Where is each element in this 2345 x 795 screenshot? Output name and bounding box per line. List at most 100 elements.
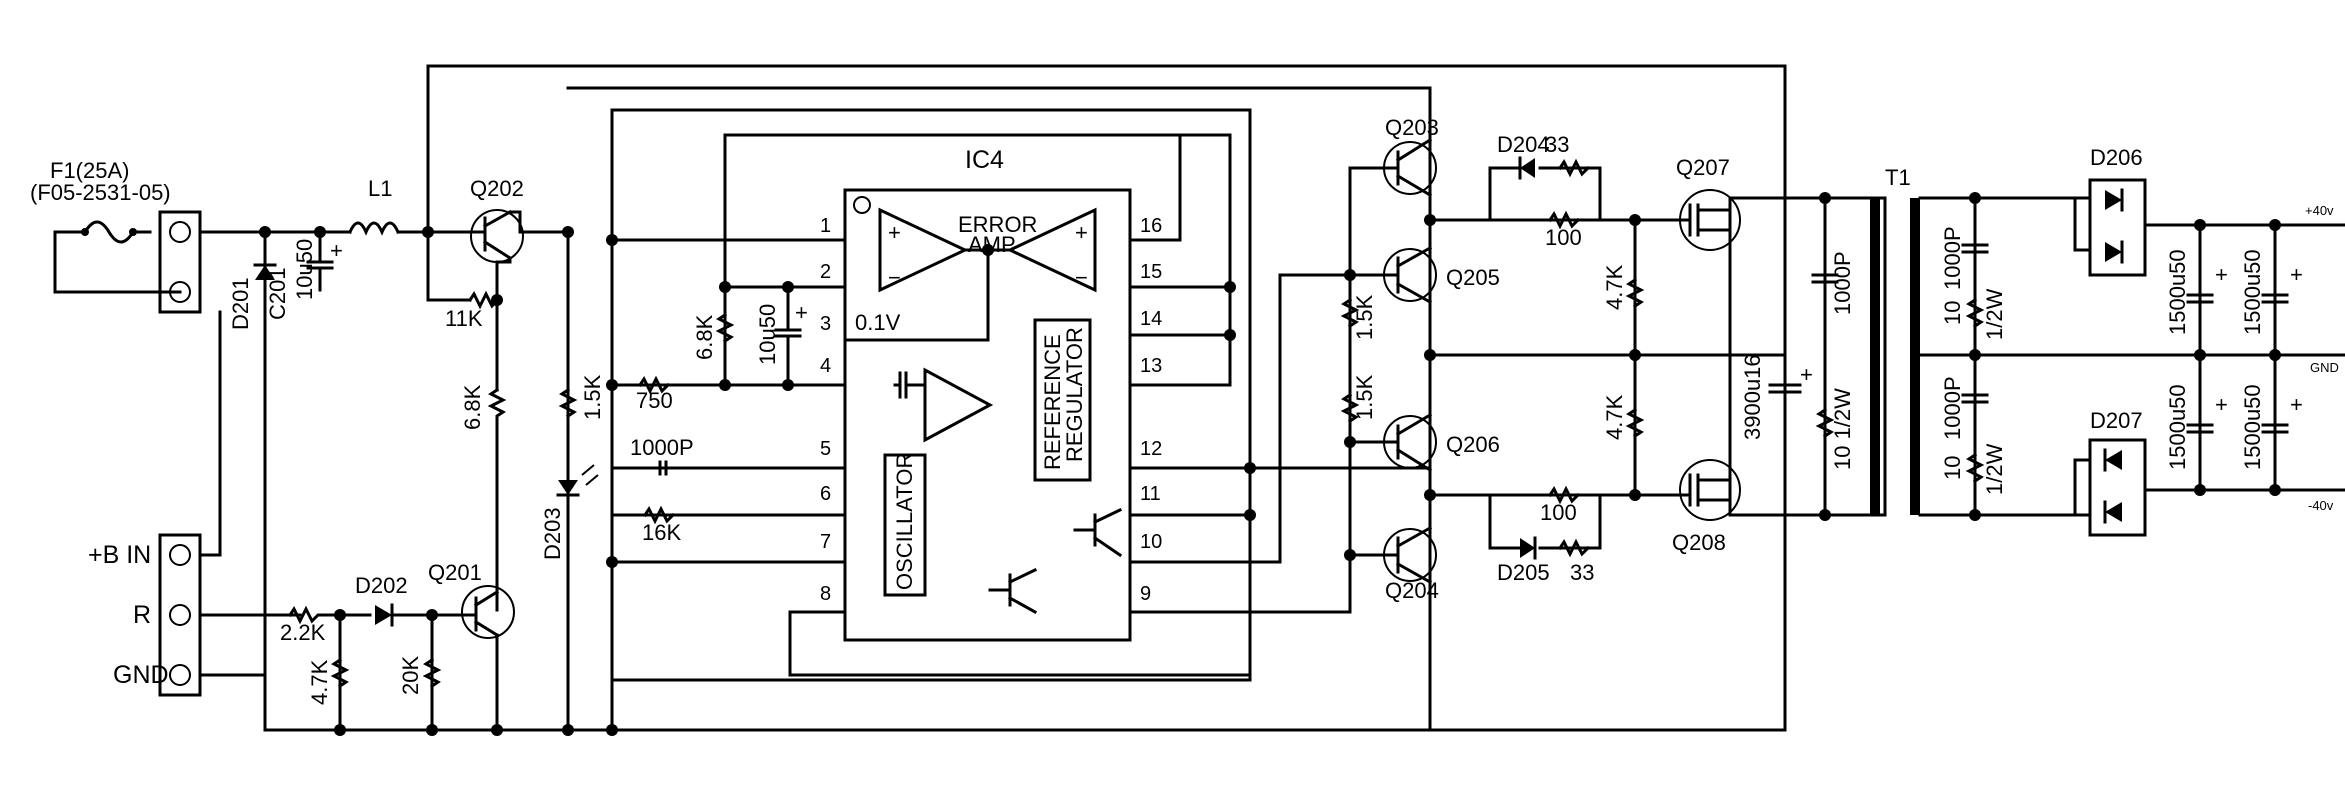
d203-label: D203 [540,507,565,560]
r-100-bot-label: 100 [1540,500,1577,525]
ic4-pin-3: 3 [820,313,831,335]
input-section: F1(25A) (F05-2531-05) D201 C201 10u50 + … [30,64,1787,736]
ref-reg-label-1: REFERENCE [1040,334,1065,470]
resistor-6.8k-q202 [487,260,507,612]
resistor-33-top [1557,158,1591,178]
r-11k-label: 11K [445,306,483,331]
r-15k-led-label: 1.5K [580,374,605,420]
capacitor-1000p-s1 [1961,243,1989,254]
resistor-6.8k-ic [715,312,735,344]
diode-d201 [255,265,275,280]
q206-label: Q206 [1446,432,1500,457]
l1-label: L1 [368,176,392,201]
d205-label: D205 [1497,560,1550,585]
resistor-10-s2 [1965,452,1985,484]
c-1500-1-label: 1500u50 [2165,249,2190,335]
capacitor-1500u50-1 [2186,293,2214,304]
resistor-33-bot [1557,538,1591,558]
c-1500-2-plus: + [2290,262,2303,287]
input-terminal-block-top [158,210,202,314]
fuse-loop-wire [53,230,182,294]
svg-text:−: − [888,265,901,290]
r-750-label: 750 [636,388,673,413]
q207-label: Q207 [1676,155,1730,180]
r-10-pri-label: 10 1/2W [1830,388,1855,470]
q205-label: Q205 [1446,265,1500,290]
c-1000p-s1-label: 1000P [1940,226,1965,290]
svg-text:−: − [1075,265,1088,290]
q202-label: Q202 [470,176,524,201]
c-3900u16-plus: + [1800,362,1813,387]
ic4-pin-16: 16 [1140,215,1162,237]
capacitor-3900u16 [1768,353,1802,394]
error-amp-label-1: ERROR [958,212,1037,237]
r-10-s2b-label: 1/2W [1982,443,2007,495]
ic4-pin-9: 9 [1140,583,1151,605]
power-stage: Q207 Q208 3900u16 + 1000P 10 1/2W T1 100… [1633,155,2345,555]
ic4-pin-5: 5 [820,438,831,460]
capacitor-c201 [306,230,334,292]
f1-part-label: (F05-2531-05) [30,180,171,205]
t1-label: T1 [1885,165,1911,190]
q208-label: Q208 [1672,530,1726,555]
ic4-pin-4: 4 [820,355,831,377]
led-d203 [558,480,578,495]
r-47k-bot-label: 4.7K [1602,394,1627,440]
output-gnd-label: GND [2310,360,2339,375]
driver-section: Q203 Q205 Q206 Q204 1.5K 1.5K D204 33 [1340,115,1787,603]
capacitor-1500u50-2 [2261,293,2289,304]
svg-text:+: + [888,220,901,245]
r-15k-a-label: 1.5K [1352,294,1377,340]
error-amp-label-2: AMP [968,232,1016,257]
t1-primary-core [1870,198,1880,515]
capacitor-1500u50-4 [2261,423,2289,434]
resistor-1.5k-a [1340,297,1360,329]
r-16k-label: 16K [642,520,681,545]
outer-top-loop [426,64,1787,732]
f1-label: F1(25A) [50,158,129,183]
resistor-10-s1 [1965,297,1985,329]
resistor-20k [422,613,442,732]
capacitor-1000p-pri [1811,273,1839,284]
capacitor-1000p-ic [658,460,668,476]
input-terminal-block-bottom [158,533,202,697]
q202-leads [468,209,513,264]
c201-label: C201 [265,267,290,320]
q204-label: Q204 [1385,578,1439,603]
r-68k-ic-label: 6.8K [692,314,717,360]
v01-label: 0.1V [855,310,901,335]
t1-secondary-core [1910,198,1920,515]
resistor-4.7k-bot [1625,407,1645,439]
mosfet-q208 [1679,459,1741,521]
r-15k-b-label: 1.5K [1352,374,1377,420]
capacitor-1500u50-3 [2186,423,2214,434]
pin15-wire [1128,133,1232,289]
r-47k-in-label: 4.7K [307,659,332,705]
comparator-triangle [923,367,994,443]
fuse-f1 [82,220,152,244]
rectifier-d206 [2088,178,2147,277]
c-1500-3-label: 1500u50 [2165,384,2190,470]
pin9-wire [1128,553,1352,614]
frame-third [610,108,1252,732]
c-1000p-ic-label: 1000P [630,435,694,460]
r-10-s1b-label: 1/2W [1982,288,2007,340]
c-1500-4-label: 1500u50 [2240,384,2265,470]
c-1000p-pri-label: 1000P [1830,251,1855,315]
pin10-wire [1128,273,1352,564]
ic4-pin-15: 15 [1140,261,1162,283]
ic4-pin1-marker [853,196,871,214]
diode-d205 [1520,538,1535,558]
c201-value: 10u50 [292,239,317,300]
inductor-l1 [348,221,400,236]
c-1500-4-plus: + [2290,392,2303,417]
d206-label: D206 [2090,145,2143,170]
output-section: D206 D207 1500u50 + 1500u50 + 1500u50 + … [2073,145,2345,537]
resistor-10-pri [1815,407,1835,439]
resistor-100-bot [1547,485,1581,505]
c-1500-1-plus: + [2215,262,2228,287]
resistor-1.5k-b [1340,392,1360,424]
ic4-pin-14: 14 [1140,308,1162,330]
c-1500-2-label: 1500u50 [2240,249,2265,335]
